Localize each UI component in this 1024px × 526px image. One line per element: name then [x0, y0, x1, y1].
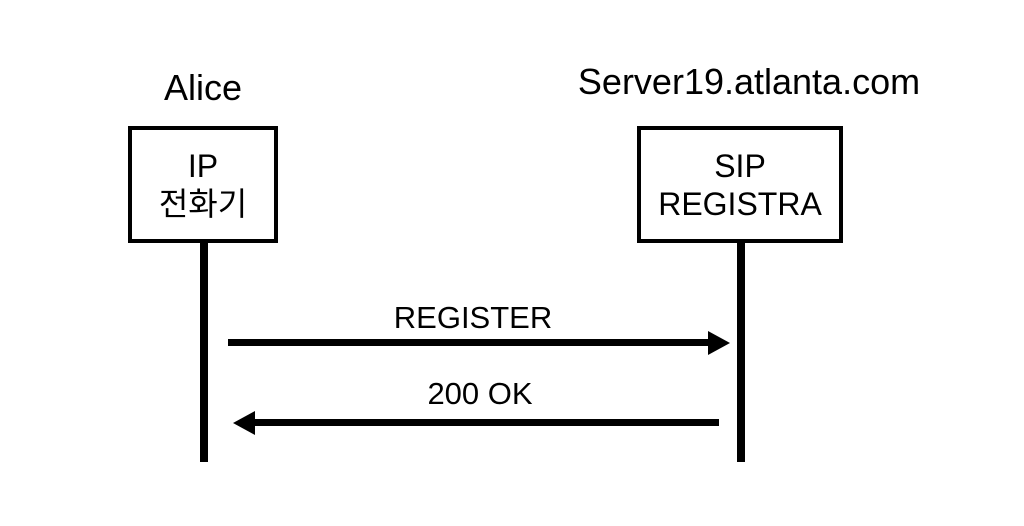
right-actor-box-label-line2: REGISTRA [658, 185, 822, 222]
register-arrow-line [228, 339, 712, 346]
right-actor-name: Server19.atlanta.com [577, 61, 921, 102]
message-label-register: REGISTER [393, 300, 553, 335]
left-actor-box-label-line2: 전화기 [158, 185, 248, 222]
right-actor-box-label-line1: SIP [714, 147, 766, 184]
register-arrowhead-right-icon [708, 331, 730, 355]
left-actor-box-label-line1: IP [187, 147, 219, 184]
ok-arrow-line [250, 419, 719, 426]
left-actor-name: Alice [163, 67, 243, 108]
right-actor-box: SIP REGISTRA [637, 126, 843, 243]
left-actor-box: IP 전화기 [128, 126, 278, 243]
ok-arrowhead-left-icon [233, 411, 255, 435]
message-label-200-ok: 200 OK [427, 376, 533, 411]
left-lifeline [200, 242, 208, 462]
right-lifeline [737, 242, 745, 462]
